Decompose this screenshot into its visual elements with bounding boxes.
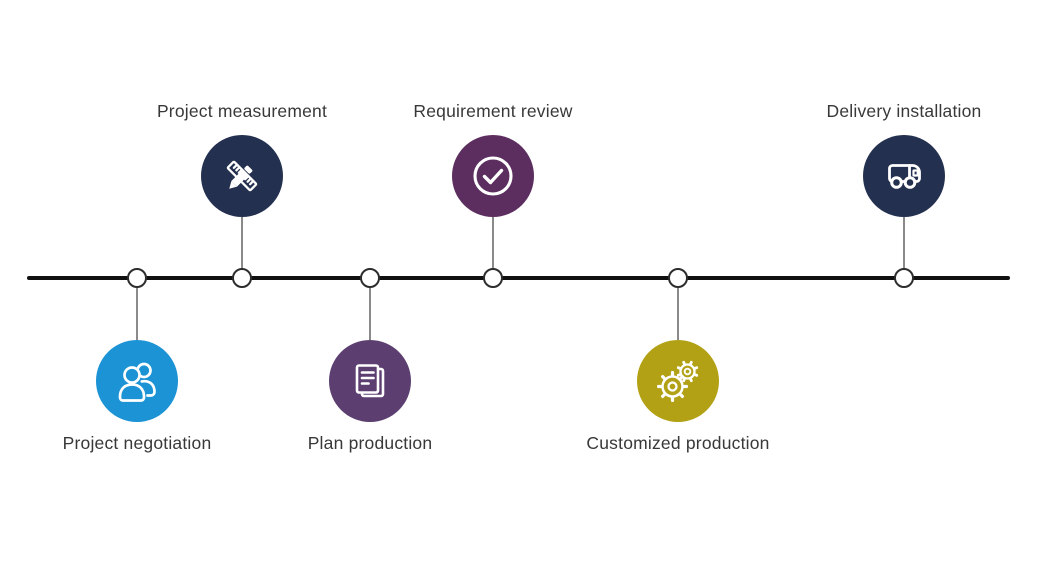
timeline-node xyxy=(894,268,914,288)
step-icon-circle xyxy=(96,340,178,422)
step-connector xyxy=(136,288,138,340)
truck-icon xyxy=(880,152,928,200)
step-icon-circle xyxy=(201,135,283,217)
step-label: Customized production xyxy=(586,433,770,453)
step-connector xyxy=(903,217,905,268)
ruler-pencil-icon xyxy=(218,152,266,200)
check-circle-icon xyxy=(469,152,517,200)
timeline-node xyxy=(483,268,503,288)
step-icon-circle xyxy=(637,340,719,422)
step-connector xyxy=(241,217,243,268)
step-label: Project negotiation xyxy=(62,433,212,453)
step-label: Delivery installation xyxy=(826,101,982,121)
step-icon-circle xyxy=(452,135,534,217)
document-icon xyxy=(346,357,394,405)
step-icon-circle xyxy=(863,135,945,217)
step-connector xyxy=(677,288,679,340)
step-label: Requirement review xyxy=(413,101,573,121)
step-connector xyxy=(492,217,494,268)
step-label: Project measurement xyxy=(156,101,328,121)
timeline-line xyxy=(27,276,1010,280)
timeline-node xyxy=(360,268,380,288)
step-connector xyxy=(369,288,371,340)
step-icon-circle xyxy=(329,340,411,422)
people-icon xyxy=(113,357,161,405)
timeline-node xyxy=(232,268,252,288)
timeline-node xyxy=(668,268,688,288)
step-label: Plan production xyxy=(307,433,433,453)
gears-icon xyxy=(654,357,702,405)
timeline-node xyxy=(127,268,147,288)
